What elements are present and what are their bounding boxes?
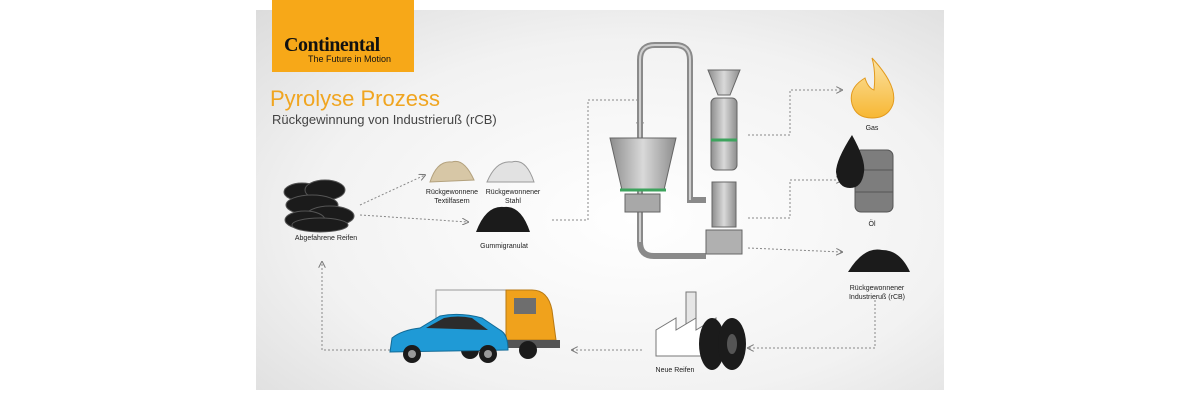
oil-barrel-icon: [836, 135, 894, 213]
label-textile: Rückgewonnene Textilfasern: [425, 189, 479, 205]
label-rubber: Gummigranulat: [480, 243, 528, 250]
carbon-black-icon: [848, 249, 910, 272]
label-gas: Gas: [865, 125, 879, 132]
steel-wire-icon: [486, 160, 535, 183]
label-old-tires: Abgefahrene Reifen: [294, 235, 358, 242]
old-tires-icon: [283, 179, 355, 233]
logo-box: [272, 0, 414, 72]
label-new-tires: Neue Reifen: [655, 367, 695, 374]
brand-tagline: The Future in Motion: [308, 54, 392, 64]
rubber-granulate-icon: [476, 206, 530, 232]
diagram-background: [256, 10, 944, 390]
flow-arrows: [322, 90, 876, 350]
gas-flame-icon: [850, 57, 895, 119]
label-steel: Rückgewonnener Stahl: [485, 189, 541, 205]
factory-new-tires-icon: [655, 291, 746, 370]
car-icon: [389, 313, 509, 363]
diagram-title: Pyrolyse Prozess: [270, 86, 440, 111]
pyrolysis-reactor-icon: [609, 42, 743, 259]
textile-fibers-icon: [429, 160, 475, 183]
label-rcb: Rückgewonnener Industrieruß (rCB): [848, 285, 905, 301]
brand-logo: Continental: [284, 34, 380, 56]
label-oil: Öl: [868, 221, 876, 228]
diagram-subtitle: Rückgewinnung von Industrieruß (rCB): [272, 112, 497, 127]
